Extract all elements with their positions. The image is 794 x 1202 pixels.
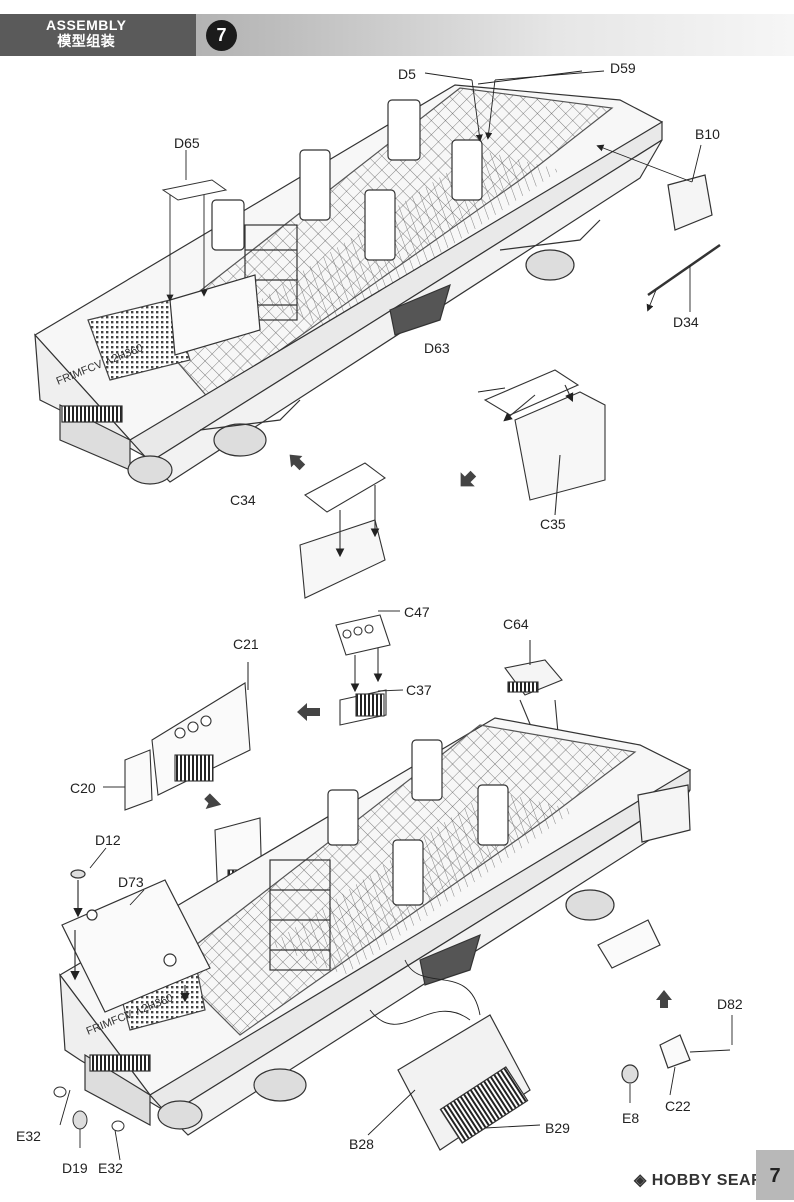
step-number-badge: 7 bbox=[206, 20, 237, 51]
watermark-text: HOBBY SEARCH bbox=[651, 1172, 788, 1189]
callout-c64: C64 bbox=[503, 616, 529, 632]
part-d65-plate bbox=[161, 179, 228, 201]
callout-e8: E8 bbox=[622, 1110, 640, 1126]
part-e32-left bbox=[53, 1086, 67, 1098]
callout-c34: C34 bbox=[230, 492, 256, 508]
callout-d73: D73 bbox=[118, 874, 144, 890]
part-d19 bbox=[72, 1110, 88, 1130]
leader-lines-upper bbox=[166, 70, 702, 393]
callout-d59: D59 bbox=[610, 60, 636, 76]
chassis-lower bbox=[59, 717, 692, 1151]
callout-c22: C22 bbox=[665, 1098, 691, 1114]
section-title: ASSEMBLY 模型组装 bbox=[46, 17, 127, 49]
callout-d5: D5 bbox=[398, 66, 416, 82]
callout-c37: C37 bbox=[406, 682, 432, 698]
direction-arrow bbox=[204, 793, 222, 809]
parts-c34-c35 bbox=[299, 369, 606, 599]
header-title-block bbox=[0, 14, 196, 56]
callout-d12: D12 bbox=[95, 832, 121, 848]
watermark: ◈ HOBBY SEARCH bbox=[634, 1170, 787, 1190]
leader-lines-lower bbox=[59, 847, 733, 1161]
direction-arrow bbox=[656, 990, 672, 1008]
watermark-logo-icon: ◈ bbox=[634, 1172, 652, 1189]
callout-e32-left: E32 bbox=[16, 1128, 41, 1144]
title-chinese: 模型组装 bbox=[57, 33, 116, 49]
callout-d34: D34 bbox=[673, 314, 699, 330]
page-number: 7 bbox=[756, 1150, 794, 1200]
callout-d63: D63 bbox=[424, 340, 450, 356]
callout-c21: C21 bbox=[233, 636, 259, 652]
callout-b29: B29 bbox=[545, 1120, 570, 1136]
callout-e32-right: E32 bbox=[98, 1160, 123, 1176]
callout-c47: C47 bbox=[404, 604, 430, 620]
callout-c35: C35 bbox=[540, 516, 566, 532]
callout-d82: D82 bbox=[717, 996, 743, 1012]
title-english: ASSEMBLY bbox=[46, 17, 127, 33]
direction-arrow bbox=[289, 454, 306, 471]
callout-b28: B28 bbox=[349, 1136, 374, 1152]
direction-arrow bbox=[297, 703, 320, 721]
direction-arrow bbox=[460, 470, 477, 487]
chassis-upper bbox=[34, 84, 721, 485]
callout-d19: D19 bbox=[62, 1160, 88, 1176]
callout-b10: B10 bbox=[695, 126, 720, 142]
callout-c20: C20 bbox=[70, 780, 96, 796]
part-e32-right bbox=[111, 1120, 125, 1132]
callout-d65: D65 bbox=[174, 135, 200, 151]
